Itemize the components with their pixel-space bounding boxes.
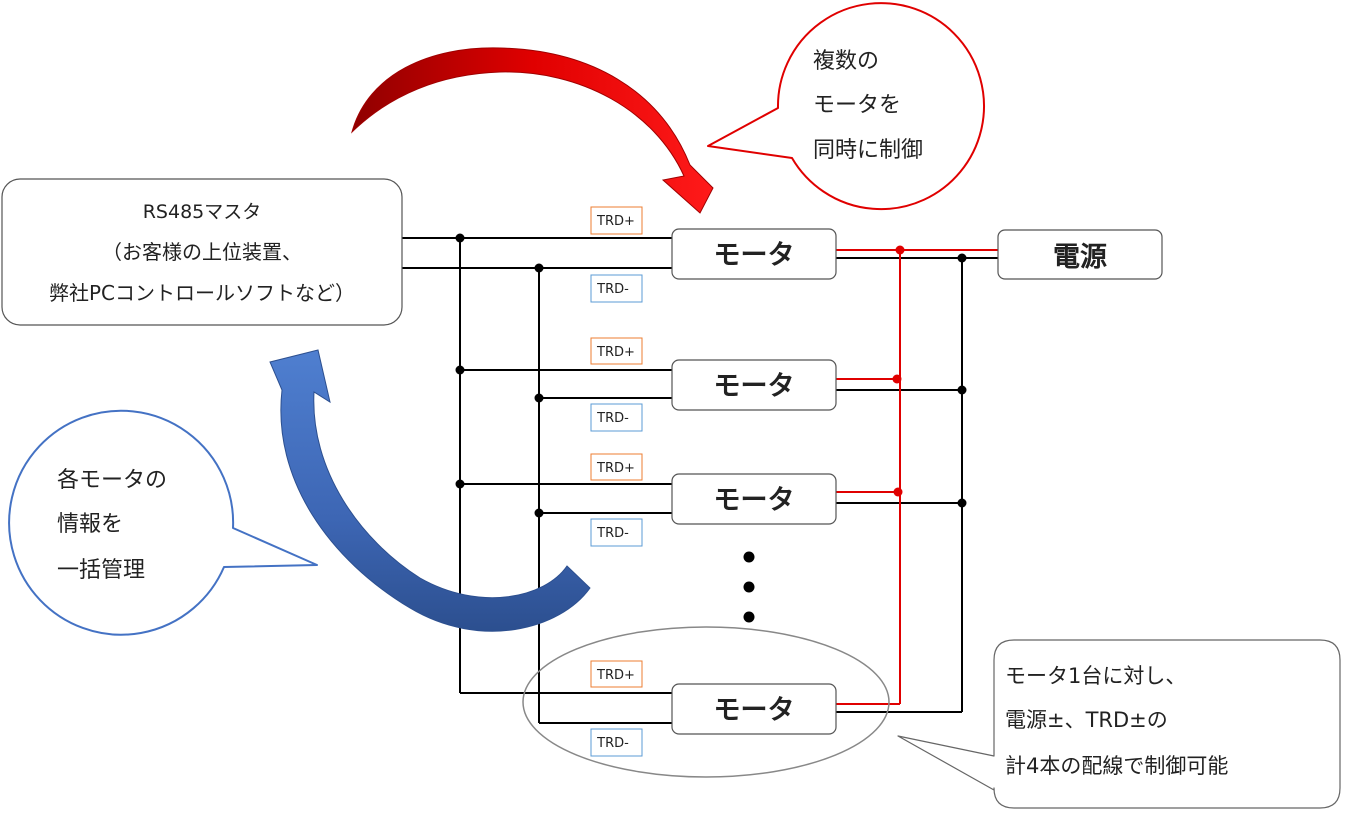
motor-label: モータ: [714, 695, 795, 726]
motor-unit-4: モータ TRD+ TRD-: [590, 660, 837, 757]
note-line-2: 電源±、TRD±の: [1005, 708, 1168, 732]
blue-callout: 各モータの 情報を 一括管理: [8, 409, 318, 636]
note-callout-bubble: [897, 639, 1341, 809]
motor-box: [671, 359, 837, 411]
red-callout-bubble: [707, 2, 985, 211]
motor-box: [671, 473, 837, 525]
highlight-ellipse: [522, 626, 890, 778]
ellipsis-dots: [743, 551, 755, 623]
power-positive-wiring: [836, 249, 998, 705]
rs485-master-box: [1, 178, 403, 326]
motor-box: [671, 228, 837, 280]
blue-callout-line-1: 各モータの: [57, 468, 167, 493]
trd-minus-tag: [590, 274, 643, 303]
trd-minus-label: TRD-: [596, 282, 629, 297]
power-supply-box: [997, 229, 1163, 280]
blue-callout-bubble: [8, 409, 318, 636]
motor-label: モータ: [714, 240, 795, 271]
blue-curved-arrow: [269, 349, 591, 632]
red-curved-arrow: [351, 47, 714, 214]
note-callout: モータ1台に対し、 電源±、TRD±の 計4本の配線で制御可能: [897, 639, 1341, 809]
trd-minus-tag: [590, 403, 643, 432]
master-line-1: RS485マスタ: [143, 201, 262, 223]
trd-plus-tag: [590, 660, 643, 688]
trd-plus-tag: [590, 206, 643, 235]
blue-callout-line-2: 情報を: [57, 512, 123, 537]
motor-unit-3: モータ TRD+ TRD-: [590, 453, 837, 547]
motor-box: [671, 683, 837, 735]
trd-minus-tag: [590, 728, 643, 757]
motor-unit-2: モータ TRD+ TRD-: [590, 337, 837, 432]
red-callout-line-2: モータを: [813, 93, 901, 118]
red-callout-line-3: 同時に制御: [813, 138, 923, 163]
trd-plus-tag: [590, 453, 643, 481]
motor-label: モータ: [714, 485, 795, 516]
master-line-3: 弊社PCコントロールソフトなど）: [49, 281, 355, 305]
note-line-3: 計4本の配線で制御可能: [1005, 754, 1228, 778]
red-callout-line-1: 複数の: [813, 49, 879, 74]
trd-minus-label: TRD-: [596, 736, 629, 751]
trd-plus-label: TRD+: [596, 668, 635, 683]
trd-plus-label: TRD+: [596, 461, 635, 476]
motor-label: モータ: [714, 371, 795, 402]
junction-dots: [455, 233, 967, 518]
master-line-2: （お客様の上位装置、: [102, 240, 302, 264]
trd-plus-label: TRD+: [596, 345, 635, 360]
motor-unit-1: モータ TRD+ TRD-: [590, 206, 837, 303]
trd-plus-label: TRD+: [596, 214, 635, 229]
blue-callout-line-3: 一括管理: [57, 558, 145, 583]
trd-minus-label: TRD-: [596, 526, 629, 541]
power-label: 電源: [1053, 242, 1107, 273]
trd-minus-tag: [590, 518, 643, 547]
trd-minus-label: TRD-: [596, 411, 629, 426]
red-callout: 複数の モータを 同時に制御: [707, 2, 985, 211]
trd-plus-tag: [590, 337, 643, 365]
note-line-1: モータ1台に対し、: [1005, 664, 1186, 688]
